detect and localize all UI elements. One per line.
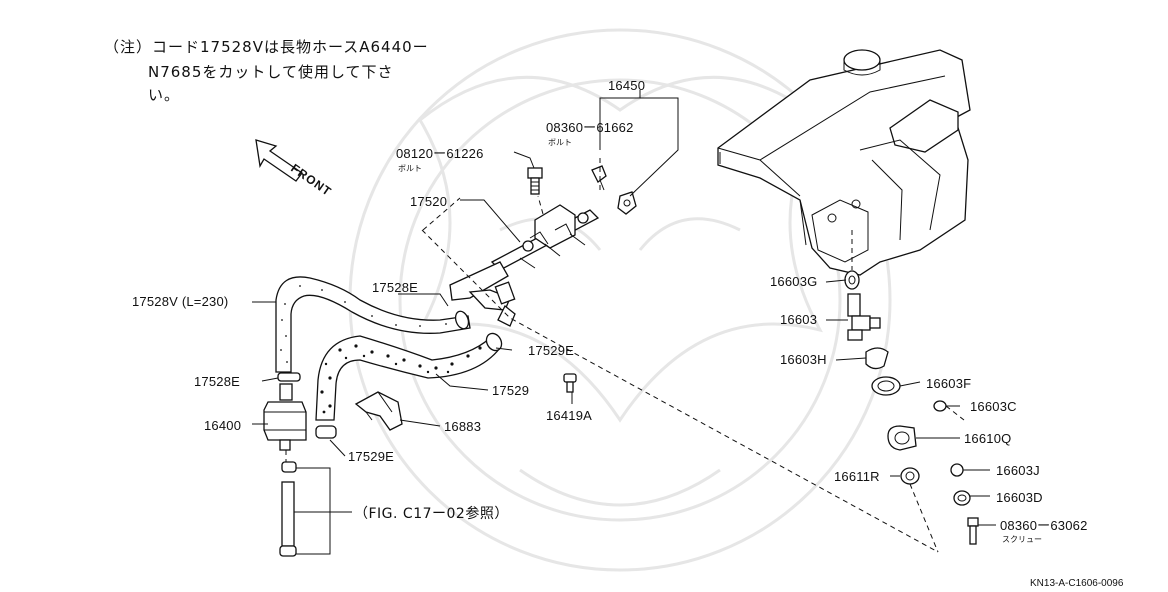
label-17529: 17529 [492,383,529,398]
label-16603c: 16603C [970,399,1017,414]
hose-17528v [275,276,471,373]
label-17529e-right: 17529E [528,343,574,358]
dashed-guide-bolt [537,195,544,215]
front-arrow-icon [255,139,303,182]
label-08360-61662-sub: ボルト [548,138,572,147]
clamp-17529e-right [485,332,503,352]
diagram-code: KN13-A-C1606-0096 [1030,578,1124,589]
holder-16610q [887,425,917,451]
cap-16603c [933,400,947,412]
label-16603g: 16603G [770,274,817,289]
label-17529e-bottom: 17529E [348,449,394,464]
label-16400: 16400 [204,418,241,433]
hose-17529 [315,335,501,421]
label-16883: 16883 [444,419,481,434]
clamp-17529e-bottom [315,425,337,439]
label-16610q: 16610Q [964,431,1011,446]
seal-16603d [953,490,971,506]
label-08360-63062-sub: スクリュー [1002,535,1042,544]
label-16603d: 16603D [996,490,1043,505]
seal-16603g [844,270,860,290]
seal-16603j [950,463,964,477]
label-17528v: 17528V (L=230) [132,294,228,309]
clamp-17528e-top [454,310,470,330]
label-16419a: 16419A [546,408,592,423]
label-16603: 16603 [780,312,817,327]
bolt-08120-61226 [527,167,543,195]
label-08360-63062: 08360ー63062 [1000,518,1088,533]
label-17528e-left: 17528E [194,374,240,389]
clip-16450 [617,191,637,215]
dashed-guide-seal [909,483,939,553]
label-16603f: 16603F [926,376,971,391]
seal-16611r [900,467,920,485]
label-08120-61226: 08120ー61226 [396,146,484,161]
lower-fuel-line [279,461,297,557]
screw-08360-63062 [967,517,979,545]
label-08360-61662: 08360ー61662 [546,120,634,135]
fuel-filter-16400 [263,383,307,451]
bracket-16883 [354,391,403,431]
engine-block [717,49,971,276]
dashed-guide-cap [945,405,965,421]
reference-fig-c17-02: （FIG. C17ー02参照） [354,505,509,522]
note-line-1: （注）コード17528Vは長物ホースA6440ー [104,38,429,56]
dashed-guide-upper [422,197,461,231]
leader-lines [252,90,996,555]
label-16603j: 16603J [996,463,1040,478]
label-08120-61226-sub: ボルト [398,164,422,173]
label-17520: 17520 [410,194,447,209]
bolt-08360-61662 [591,165,607,191]
bolt-16419a [563,373,577,393]
label-16450: 16450 [608,78,645,93]
note-line-2: N7685をカットして使用して下さ [148,63,394,81]
clip-16603h [865,347,889,370]
note-line-3: い。 [148,86,180,104]
grommet-16603f [871,376,901,396]
label-16611r: 16611R [834,469,880,484]
clamp-17528e-left [277,372,301,382]
injector-16603 [847,293,881,341]
label-16603h: 16603H [780,352,827,367]
label-17528e-top: 17528E [372,280,418,295]
watermark-emblem [348,28,892,572]
fuel-rail-assembly [449,204,600,327]
